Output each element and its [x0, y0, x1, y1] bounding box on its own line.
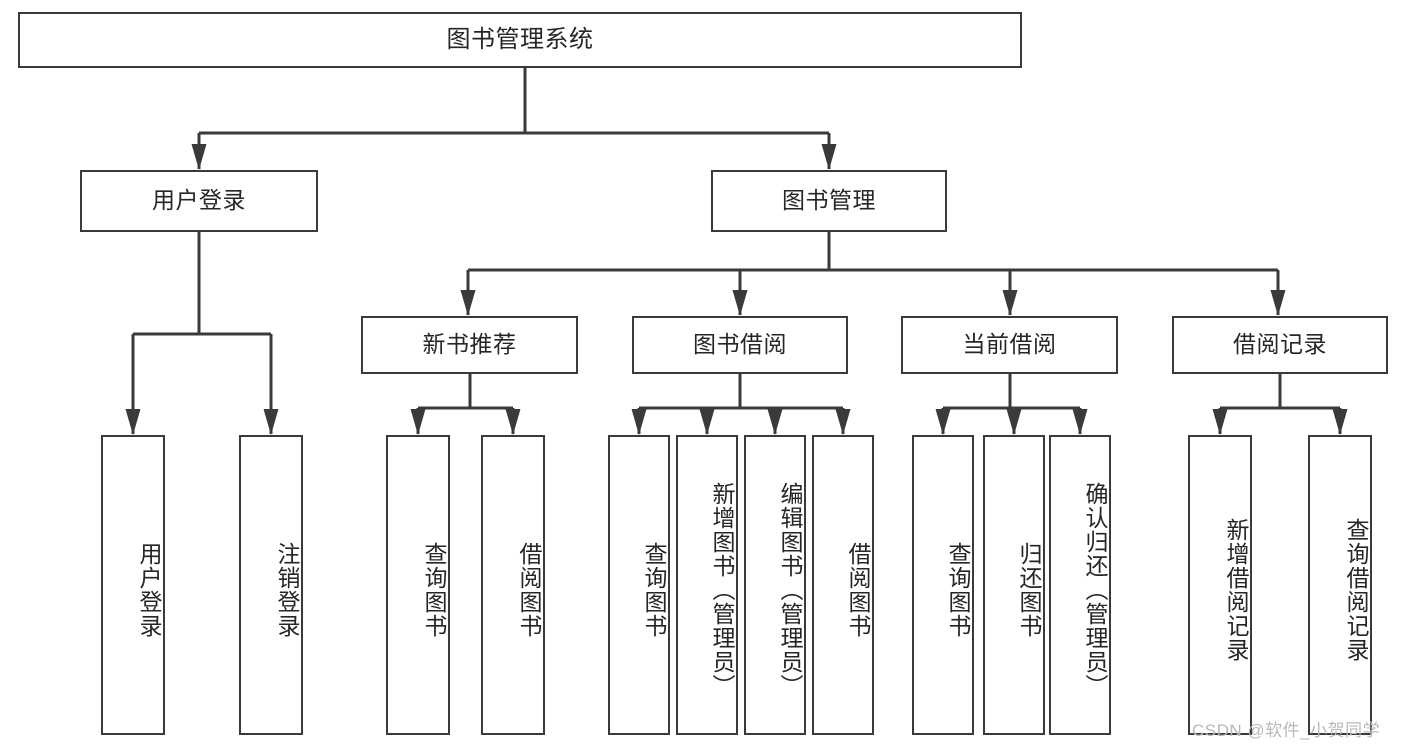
node-borrow-record[interactable]: 借阅记录: [1172, 316, 1388, 374]
node-book-manage[interactable]: 图书管理: [711, 170, 947, 232]
node-leaf-query-book-3[interactable]: 查询图书: [912, 435, 974, 735]
node-label: 借阅图书: [516, 542, 542, 638]
node-label: 新增借阅记录: [1223, 518, 1249, 662]
node-user-login[interactable]: 用户登录: [80, 170, 318, 232]
arrow-head-root-to-level1-1: [821, 144, 837, 170]
arrow-head-bookmanage-to-level2-3: [1270, 290, 1286, 316]
node-book-borrow[interactable]: 图书借阅: [632, 316, 848, 374]
arrow-head-currentborrow-to-leaves-0: [935, 409, 951, 435]
arrow-head-root-to-level1-0: [191, 144, 207, 170]
watermark-text: CSDN @软件_小贺同学: [1192, 721, 1381, 740]
node-label: 借阅记录: [1233, 331, 1327, 358]
node-label: 用户登录: [152, 187, 246, 214]
node-label: 确认归还（管理员）: [1082, 482, 1108, 698]
node-label: 注销登录: [274, 542, 300, 638]
node-leaf-logout[interactable]: 注销登录: [239, 435, 303, 735]
node-label: 查询借阅记录: [1343, 518, 1369, 662]
arrow-head-bookborrow-to-leaves-0: [631, 409, 647, 435]
node-leaf-borrow-book-1[interactable]: 借阅图书: [481, 435, 545, 735]
arrow-head-borrowrecord-to-leaves-0: [1212, 409, 1228, 435]
arrow-head-bookborrow-to-leaves-1: [699, 409, 715, 435]
node-leaf-add-record[interactable]: 新增借阅记录: [1188, 435, 1252, 735]
node-label: 新书推荐: [422, 331, 517, 358]
node-leaf-query-book-1[interactable]: 查询图书: [386, 435, 450, 735]
arrow-head-userlogin-to-leaves-1: [263, 409, 279, 435]
node-label: 用户登录: [136, 542, 162, 638]
node-leaf-return-book[interactable]: 归还图书: [983, 435, 1045, 735]
node-label: 归还图书: [1016, 542, 1042, 638]
node-leaf-query-book-2[interactable]: 查询图书: [608, 435, 670, 735]
arrow-head-currentborrow-to-leaves-2: [1072, 409, 1088, 435]
node-leaf-user-login[interactable]: 用户登录: [101, 435, 165, 735]
node-leaf-confirm-return[interactable]: 确认归还（管理员）: [1049, 435, 1111, 735]
node-label: 图书借阅: [693, 331, 787, 358]
arrow-head-newbook-to-leaves-0: [410, 409, 426, 435]
node-label: 编辑图书（管理员）: [777, 482, 803, 698]
arrow-head-bookmanage-to-level2-2: [1002, 290, 1018, 316]
node-label: 新增图书（管理员）: [709, 482, 735, 698]
node-label: 当前借阅: [962, 331, 1057, 358]
node-label: 借阅图书: [845, 542, 871, 638]
arrow-head-currentborrow-to-leaves-1: [1006, 409, 1022, 435]
node-leaf-borrow-book-2[interactable]: 借阅图书: [812, 435, 874, 735]
arrow-head-userlogin-to-leaves-0: [125, 409, 141, 435]
node-label: 图书管理: [782, 187, 876, 214]
node-root[interactable]: 图书管理系统: [18, 12, 1022, 68]
node-label: 查询图书: [421, 542, 447, 638]
node-label: 查询图书: [641, 542, 667, 638]
node-current-borrow[interactable]: 当前借阅: [901, 316, 1118, 374]
arrow-head-bookborrow-to-leaves-2: [767, 409, 783, 435]
node-leaf-add-book[interactable]: 新增图书（管理员）: [676, 435, 738, 735]
node-label: 查询图书: [945, 542, 971, 638]
arrow-head-newbook-to-leaves-1: [505, 409, 521, 435]
node-label: 图书管理系统: [446, 25, 594, 53]
arrow-head-bookmanage-to-level2-1: [732, 290, 748, 316]
arrow-head-borrowrecord-to-leaves-1: [1332, 409, 1348, 435]
node-leaf-edit-book[interactable]: 编辑图书（管理员）: [744, 435, 806, 735]
node-new-book-rec[interactable]: 新书推荐: [361, 316, 578, 374]
node-leaf-query-record[interactable]: 查询借阅记录: [1308, 435, 1372, 735]
arrow-head-bookmanage-to-level2-0: [460, 290, 476, 316]
arrow-head-bookborrow-to-leaves-3: [835, 409, 851, 435]
